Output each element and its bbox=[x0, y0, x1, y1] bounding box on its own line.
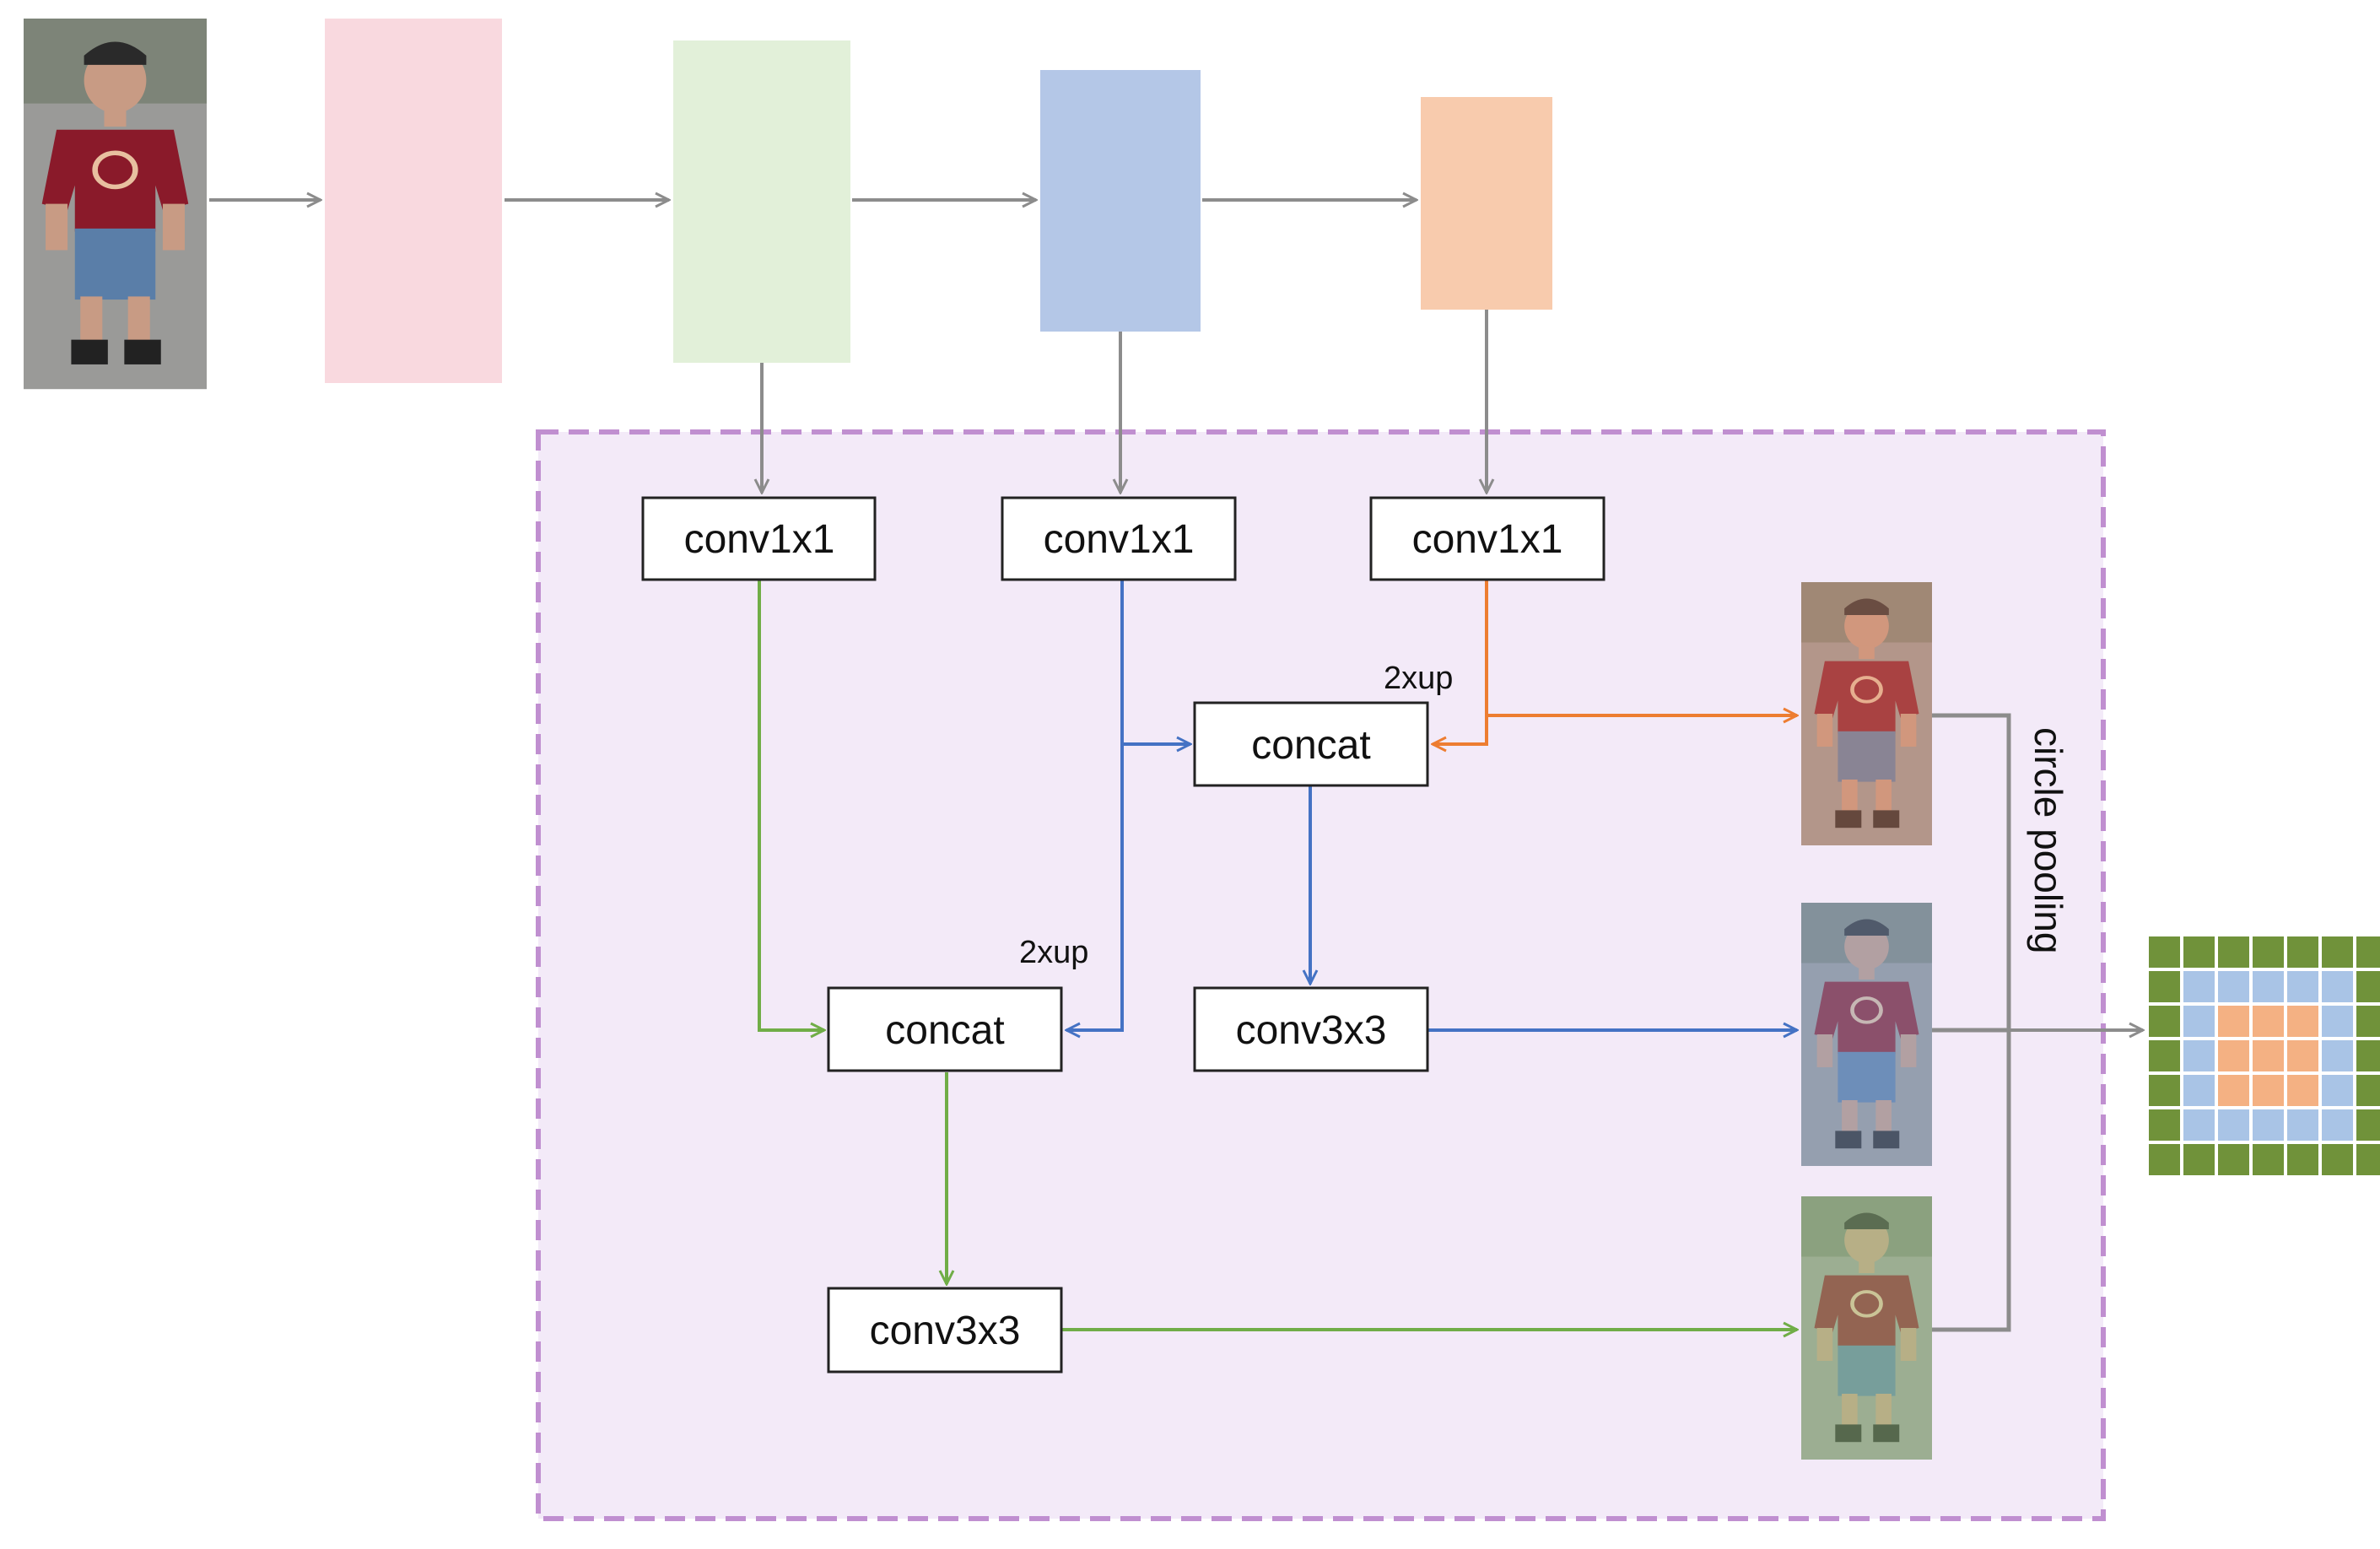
grid-cell bbox=[2287, 1040, 2318, 1071]
conv1x1-label-2: conv1x1 bbox=[1044, 517, 1195, 562]
grid-cell bbox=[2322, 936, 2353, 968]
output-image-top bbox=[1801, 582, 1932, 845]
grid-cell bbox=[2356, 1144, 2380, 1175]
grid-cell bbox=[2253, 971, 2284, 1002]
output-image-mid bbox=[1801, 903, 1932, 1166]
grid-cell bbox=[2183, 1040, 2215, 1071]
conv3x3-box-mid: conv3x3 bbox=[1193, 986, 1429, 1072]
grid-cell bbox=[2218, 1040, 2249, 1071]
grid-cell bbox=[2253, 1144, 2284, 1175]
grid-cell bbox=[2183, 1109, 2215, 1141]
concat-box-bottom: concat bbox=[827, 986, 1063, 1072]
upsample-label-mid: 2xup bbox=[1019, 935, 1088, 970]
green-path bbox=[758, 580, 1797, 1330]
grid-cell bbox=[2287, 936, 2318, 968]
conv3x3-box-bottom: conv3x3 bbox=[827, 1287, 1063, 1374]
grid-cell bbox=[2218, 1006, 2249, 1037]
upsample-label-top: 2xup bbox=[1384, 661, 1453, 696]
conv3x3-label-bottom: conv3x3 bbox=[870, 1309, 1021, 1353]
grid-cell bbox=[2322, 1109, 2353, 1141]
backbone-stage-1 bbox=[325, 19, 502, 383]
grid-cell bbox=[2253, 1109, 2284, 1141]
grid-cell bbox=[2287, 1109, 2318, 1141]
orange-path bbox=[1433, 580, 1797, 744]
pooling-connector bbox=[1932, 713, 2143, 1332]
conv1x1-box-3: conv1x1 bbox=[1369, 496, 1606, 581]
conv1x1-label-1: conv1x1 bbox=[684, 517, 835, 562]
grid-cell bbox=[2253, 1006, 2284, 1037]
grid-cell bbox=[2149, 1075, 2180, 1106]
backbone-stage-3 bbox=[1040, 70, 1201, 332]
grid-cell bbox=[2149, 1144, 2180, 1175]
grid-cell bbox=[2356, 1109, 2380, 1141]
conv3x3-label-mid: conv3x3 bbox=[1236, 1008, 1387, 1053]
grid-cell bbox=[2322, 1006, 2353, 1037]
grid-cell bbox=[2287, 971, 2318, 1002]
concat-label-top: concat bbox=[1251, 723, 1370, 768]
pooled-feature-grid bbox=[2149, 936, 2380, 1175]
grid-cell bbox=[2218, 1109, 2249, 1141]
concat-box-top: concat bbox=[1193, 701, 1429, 787]
grid-cell bbox=[2287, 1144, 2318, 1175]
grid-cell bbox=[2218, 1075, 2249, 1106]
conv1x1-box-2: conv1x1 bbox=[1001, 496, 1237, 581]
grid-cell bbox=[2356, 1075, 2380, 1106]
grid-cell bbox=[2356, 936, 2380, 968]
backbone-stage-2 bbox=[673, 40, 850, 363]
grid-cell bbox=[2149, 936, 2180, 968]
backbone-stage-4 bbox=[1421, 97, 1552, 310]
input-image bbox=[24, 19, 207, 389]
grid-cell bbox=[2287, 1006, 2318, 1037]
lateral-arrows bbox=[762, 310, 1487, 493]
grid-cell bbox=[2356, 1006, 2380, 1037]
grid-cell bbox=[2356, 971, 2380, 1002]
grid-cell bbox=[2183, 1144, 2215, 1175]
grid-cell bbox=[2183, 1006, 2215, 1037]
conv1x1-label-3: conv1x1 bbox=[1412, 517, 1563, 562]
grid-cell bbox=[2322, 1040, 2353, 1071]
conv1x1-box-1: conv1x1 bbox=[641, 496, 877, 581]
circle-pooling-label: circle pooling bbox=[2027, 727, 2070, 953]
grid-cell bbox=[2253, 936, 2284, 968]
grid-cell bbox=[2322, 971, 2353, 1002]
output-image-bottom bbox=[1801, 1196, 1932, 1460]
grid-cell bbox=[2183, 936, 2215, 968]
grid-cell bbox=[2356, 1040, 2380, 1071]
grid-cell bbox=[2183, 971, 2215, 1002]
grid-cell bbox=[2218, 1144, 2249, 1175]
blue-path bbox=[1066, 580, 1797, 1030]
grid-cell bbox=[2322, 1144, 2353, 1175]
grid-cell bbox=[2253, 1040, 2284, 1071]
grid-cell bbox=[2218, 971, 2249, 1002]
grid-cell bbox=[2149, 1040, 2180, 1071]
concat-label-bottom: concat bbox=[885, 1008, 1004, 1053]
grid-cell bbox=[2183, 1075, 2215, 1106]
grid-cell bbox=[2287, 1075, 2318, 1106]
grid-cell bbox=[2322, 1075, 2353, 1106]
grid-cell bbox=[2149, 971, 2180, 1002]
grid-cell bbox=[2253, 1075, 2284, 1106]
grid-cell bbox=[2149, 1006, 2180, 1037]
grid-cell bbox=[2218, 936, 2249, 968]
grid-cell bbox=[2149, 1109, 2180, 1141]
